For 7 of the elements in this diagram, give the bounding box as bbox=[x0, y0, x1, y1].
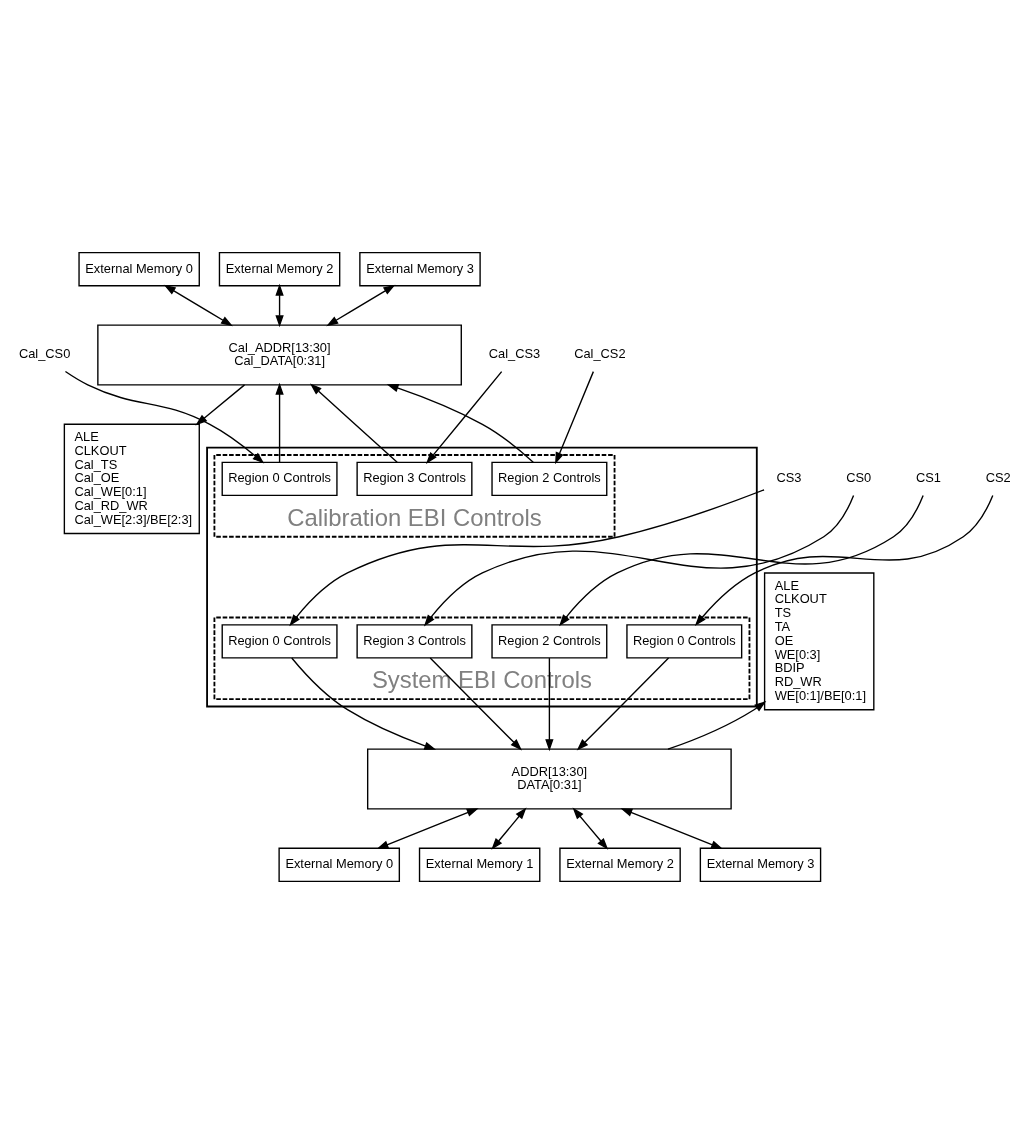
node-text: Cal_CS2 bbox=[574, 345, 626, 361]
node-text: CS1 bbox=[915, 469, 941, 485]
node-text: CS2 bbox=[985, 469, 1011, 485]
node-text: CS0 bbox=[846, 469, 872, 485]
node-text: Cal_CS3 bbox=[488, 345, 541, 361]
node-text: CS3 bbox=[776, 469, 802, 485]
node-text: Cal_CS0 bbox=[18, 345, 71, 361]
